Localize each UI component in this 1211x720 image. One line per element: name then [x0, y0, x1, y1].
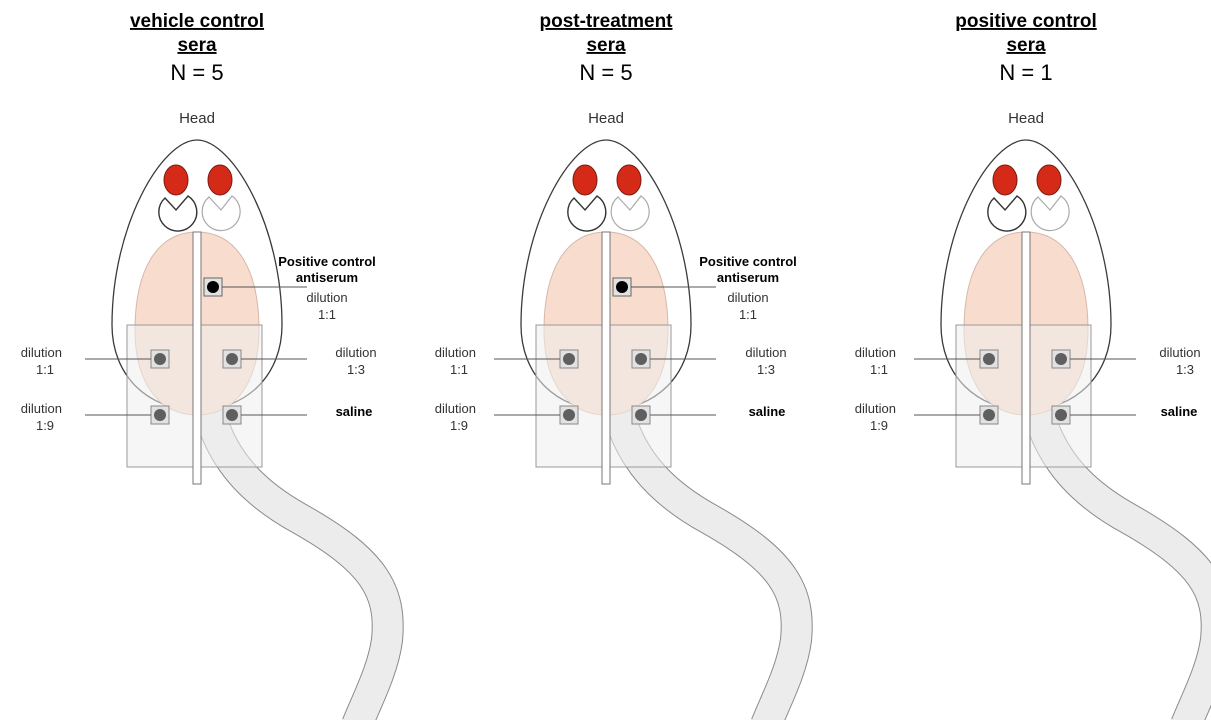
pc-label-line1: Positive control [278, 254, 376, 269]
left-bottom-label-line1: dilution [435, 401, 476, 416]
pc-label-line2: antiserum [717, 270, 779, 285]
pc-label-line3: dilution [306, 290, 347, 305]
right-bottom-label: saline [749, 404, 786, 419]
panel-title-line1: post-treatment [539, 11, 673, 32]
pc-label-line3: dilution [727, 290, 768, 305]
pc-label-line4: 1:1 [318, 307, 336, 322]
panel-vehicle-control: vehicle control sera N = 5 Head Positive… [21, 11, 388, 720]
sample-count: N = 5 [170, 60, 223, 85]
left-top-label-line1: dilution [435, 345, 476, 360]
head-label: Head [179, 110, 215, 127]
left-bottom-label-line1: dilution [21, 401, 62, 416]
panel-positive-control: positive control sera N = 1 Head dilutio… [855, 11, 1211, 720]
sample-count: N = 5 [579, 60, 632, 85]
pc-label-line2: antiserum [296, 270, 358, 285]
left-top-label-line2: 1:1 [450, 362, 468, 377]
panel-title-line2: sera [177, 35, 217, 56]
left-top-label-line1: dilution [21, 345, 62, 360]
left-bottom-label-line2: 1:9 [870, 418, 888, 433]
head-label: Head [1008, 110, 1044, 127]
head-label: Head [588, 110, 624, 127]
right-top-label-line1: dilution [1159, 345, 1200, 360]
sample-count: N = 1 [999, 60, 1052, 85]
mouse-illustration [914, 140, 1211, 720]
left-bottom-label-line1: dilution [855, 401, 896, 416]
left-bottom-label-line2: 1:9 [36, 418, 54, 433]
panel-title-line1: vehicle control [130, 11, 264, 32]
right-top-label-line2: 1:3 [347, 362, 365, 377]
left-top-label-line1: dilution [855, 345, 896, 360]
pc-label-line1: Positive control [699, 254, 797, 269]
panel-title-line1: positive control [955, 11, 1096, 32]
right-top-label-line1: dilution [335, 345, 376, 360]
mouse-illustration [494, 140, 797, 720]
panel-title-line2: sera [586, 35, 626, 56]
panel-post-treatment: post-treatment sera N = 5 Head Positive … [435, 11, 797, 720]
right-bottom-label: saline [336, 404, 373, 419]
right-bottom-label: saline [1161, 404, 1198, 419]
left-top-label-line2: 1:1 [36, 362, 54, 377]
left-top-label-line2: 1:1 [870, 362, 888, 377]
right-top-label-line2: 1:3 [757, 362, 775, 377]
right-top-label-line1: dilution [745, 345, 786, 360]
panel-title-line2: sera [1006, 35, 1046, 56]
mouse-illustration [85, 140, 388, 720]
left-bottom-label-line2: 1:9 [450, 418, 468, 433]
pc-label-line4: 1:1 [739, 307, 757, 322]
right-top-label-line2: 1:3 [1176, 362, 1194, 377]
